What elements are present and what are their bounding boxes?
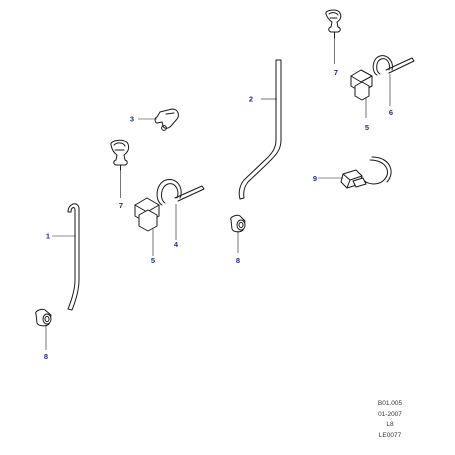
callout-9: 9 [313,174,317,183]
callout-2: 2 [249,95,253,104]
reference-illustration-id: LE0077 [378,431,402,439]
part-2-bent-pipe [238,59,282,200]
reference-block: B01.005 01-2007 L8 LE0077 [360,399,420,441]
part-9-double-clip [318,156,392,189]
part-1-bent-rod [52,203,80,311]
callout-8-lower: 8 [44,352,48,361]
callout-7-middle: 7 [119,201,123,210]
part-4-cable-tie-middle [156,179,205,240]
part-8-grommet-middle [230,214,246,253]
part-5-clip-block-middle [134,197,160,256]
callout-1: 1 [46,232,50,241]
callout-5-middle: 5 [151,256,155,265]
part-3-p-clip [138,108,179,131]
part-7-push-clip-upper [325,9,342,64]
callout-7-upper: 7 [334,68,338,77]
callout-6: 6 [389,108,393,117]
reference-code: B01.005 [377,400,403,407]
callout-4: 4 [174,240,179,249]
part-5-clip-block-upper [350,69,373,118]
callout-3: 3 [130,115,134,124]
callout-8-middle: 8 [236,256,240,265]
reference-date: 01-2007 [378,410,402,418]
part-6-cable-tie-upper [372,55,415,106]
reference-model: L8 [386,421,394,428]
callout-5-upper: 5 [365,123,369,132]
part-7-push-clip-middle [110,139,130,198]
part-8-grommet-lower [35,308,52,350]
